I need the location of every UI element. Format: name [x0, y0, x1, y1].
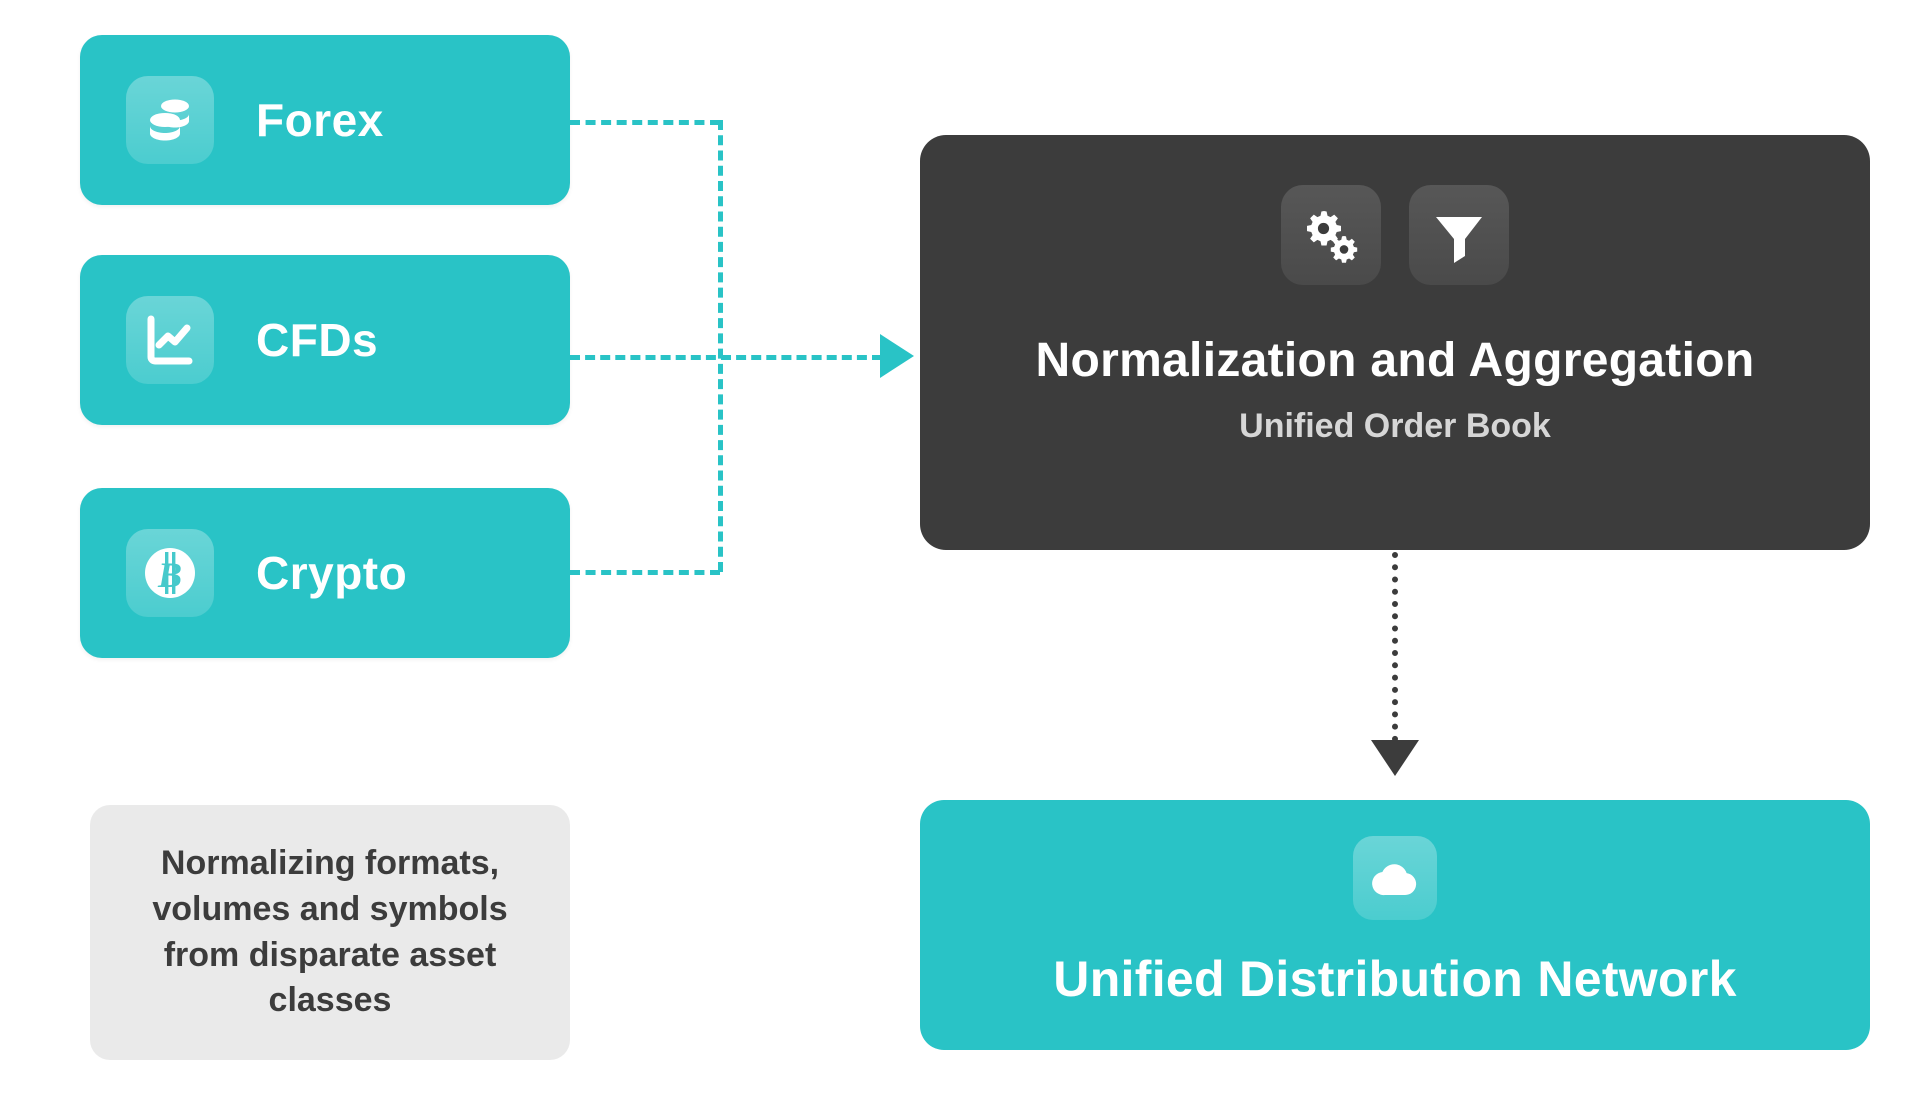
connector-arrowhead-to-output: [1371, 740, 1419, 776]
coins-stack-icon: [126, 76, 214, 164]
note-text: Normalizing formats, volumes and symbols…: [152, 844, 508, 1020]
connector-forex-horizontal: [570, 120, 720, 125]
cloud-icon: [1353, 836, 1437, 920]
hub-subtitle: Unified Order Book: [1239, 407, 1551, 445]
source-card-label: Crypto: [256, 547, 408, 599]
hub-icon-group: [1281, 185, 1509, 285]
gears-icon: [1281, 185, 1381, 285]
connector-arrowhead-to-hub: [880, 334, 914, 378]
connector-crypto-horizontal: [570, 570, 720, 575]
bitcoin-icon: B: [126, 529, 214, 617]
source-card-label: Forex: [256, 94, 384, 146]
line-chart-icon: [126, 296, 214, 384]
source-card-label: CFDs: [256, 314, 379, 366]
source-card-crypto[interactable]: B Crypto: [80, 488, 570, 658]
explanatory-note: Normalizing formats, volumes and symbols…: [90, 805, 570, 1060]
output-card-distribution-network[interactable]: Unified Distribution Network: [920, 800, 1870, 1050]
output-card-label: Unified Distribution Network: [1053, 951, 1737, 1007]
filter-funnel-icon: [1409, 185, 1509, 285]
hub-title: Normalization and Aggregation: [1035, 334, 1755, 387]
source-card-forex[interactable]: Forex: [80, 35, 570, 205]
svg-text:B: B: [157, 555, 182, 595]
normalization-hub[interactable]: Normalization and Aggregation Unified Or…: [920, 135, 1870, 550]
source-card-cfds[interactable]: CFDs: [80, 255, 570, 425]
connector-hub-to-output: [1392, 552, 1398, 742]
connector-vertical-bus: [718, 120, 723, 572]
connector-cfds-horizontal: [570, 355, 882, 360]
